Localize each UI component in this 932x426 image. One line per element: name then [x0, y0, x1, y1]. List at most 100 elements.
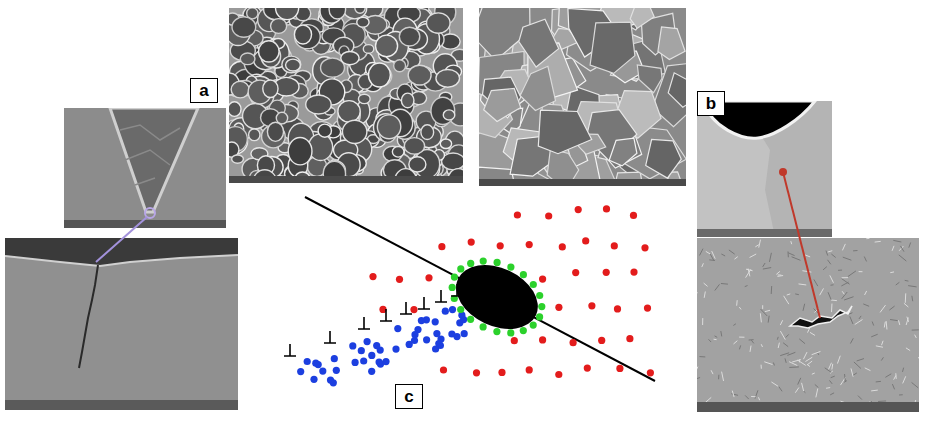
- texture-mark: [711, 370, 713, 374]
- texture-mark: [828, 260, 831, 264]
- texture-mark: [773, 363, 774, 366]
- texture-mark: [826, 387, 830, 389]
- dimple: [436, 69, 460, 87]
- dimple: [401, 93, 414, 108]
- hydrogen-atom: [406, 341, 413, 348]
- texture-mark: [789, 362, 797, 366]
- texture-mark: [739, 307, 741, 309]
- texture-mark: [842, 279, 850, 285]
- texture-mark: [876, 346, 883, 347]
- texture-mark: [739, 345, 740, 349]
- dimple: [358, 94, 370, 103]
- texture-mark: [779, 386, 783, 391]
- texture-mark: [784, 296, 789, 304]
- dimple: [240, 53, 255, 65]
- texture-mark: [769, 253, 771, 262]
- hydrogen-atom: [312, 360, 319, 367]
- texture-mark: [734, 257, 737, 259]
- info-bar: [697, 402, 919, 412]
- grain-facet: [538, 110, 591, 154]
- solute-atom: [425, 274, 432, 281]
- texture-mark: [720, 331, 722, 336]
- panel-letter: a: [199, 82, 208, 99]
- texture-mark: [885, 374, 891, 378]
- texture-mark: [790, 241, 792, 244]
- texture-mark: [828, 292, 831, 299]
- texture-mark: [842, 292, 848, 299]
- notch-tip-micrograph: [697, 101, 832, 237]
- dimple: [409, 157, 426, 172]
- texture-mark: [761, 344, 762, 347]
- texture-mark: [896, 282, 900, 285]
- texture-mark: [899, 255, 907, 261]
- solute-atom: [588, 302, 595, 309]
- texture-mark: [859, 316, 861, 319]
- hydrogen-atom: [364, 338, 371, 345]
- texture-mark: [776, 271, 780, 274]
- hydrogen-atom: [392, 346, 399, 353]
- texture-mark: [875, 241, 881, 243]
- solute-atom: [526, 366, 533, 373]
- texture-mark: [777, 337, 779, 340]
- texture-mark: [848, 271, 856, 277]
- texture-mark: [745, 395, 749, 399]
- dimple: [295, 25, 321, 49]
- grain-facet: [520, 66, 555, 110]
- texture-mark: [825, 368, 831, 372]
- dimple: [421, 125, 434, 140]
- dimple: [263, 80, 278, 98]
- texture-mark: [771, 382, 779, 387]
- panel-label: c: [395, 384, 423, 409]
- texture-mark: [768, 316, 769, 323]
- position-leader: [783, 172, 820, 318]
- hydrogen-atom: [448, 330, 455, 337]
- dimple: [377, 115, 400, 139]
- hydrogen-atom: [461, 330, 468, 337]
- dislocation-symbol: [400, 302, 412, 314]
- texture-mark: [713, 339, 716, 340]
- dimple: [431, 97, 455, 124]
- texture-mark: [872, 322, 874, 326]
- dimple: [267, 122, 283, 141]
- dislocation-symbol: [358, 317, 370, 329]
- texture-mark: [905, 280, 909, 282]
- info-bar: [229, 176, 463, 183]
- trapped-atom: [530, 281, 537, 288]
- texture-mark: [702, 318, 703, 325]
- solute-atom: [626, 335, 633, 342]
- texture-mark: [783, 343, 788, 347]
- texture-mark: [855, 320, 863, 325]
- texture-mark: [823, 267, 827, 270]
- solute-atom: [514, 211, 521, 218]
- texture-mark: [786, 334, 789, 337]
- trapped-atom: [480, 323, 487, 330]
- texture-mark: [761, 365, 762, 369]
- trapped-atom: [536, 292, 543, 299]
- texture-mark: [858, 396, 862, 400]
- texture-mark: [763, 268, 771, 270]
- texture-mark: [798, 378, 801, 385]
- texture-mark: [853, 373, 857, 376]
- texture-mark: [865, 368, 871, 371]
- grain-facet: [609, 138, 637, 166]
- texture-mark: [795, 387, 799, 392]
- hydrogen-atom: [432, 318, 439, 325]
- solute-atom: [559, 243, 566, 250]
- solute-atom: [555, 304, 562, 311]
- panel-label: b: [697, 91, 725, 116]
- texture-mark: [876, 381, 881, 383]
- texture-mark: [709, 339, 712, 342]
- texture-mark: [831, 376, 835, 378]
- texture-mark: [814, 279, 818, 286]
- dimple: [427, 13, 451, 33]
- texture-mark: [857, 359, 864, 361]
- texture-mark: [842, 244, 845, 251]
- texture-mark: [751, 396, 755, 397]
- texture-mark: [909, 242, 911, 247]
- texture-mark: [733, 324, 736, 326]
- texture-mark: [830, 275, 834, 282]
- dimple: [440, 139, 451, 148]
- dislocation-symbol: [435, 290, 447, 302]
- texture-mark: [865, 291, 867, 295]
- texture-mark: [807, 361, 812, 365]
